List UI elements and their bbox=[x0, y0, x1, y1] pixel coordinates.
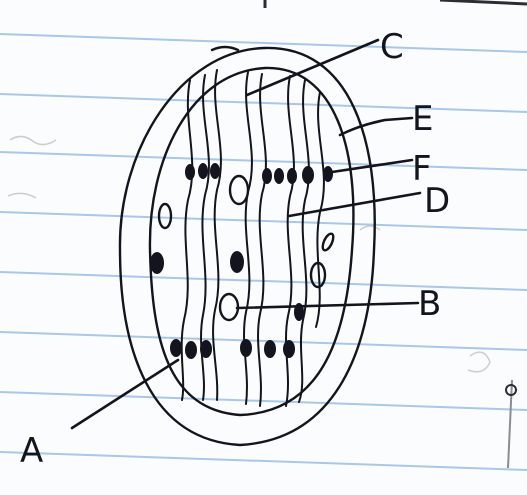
label-a: A bbox=[20, 431, 43, 471]
granule bbox=[302, 166, 314, 184]
granule bbox=[323, 166, 333, 182]
granule bbox=[262, 168, 272, 184]
granule bbox=[230, 251, 244, 273]
granule bbox=[198, 163, 208, 179]
granule bbox=[283, 340, 295, 358]
granule bbox=[264, 340, 276, 358]
granule bbox=[200, 340, 212, 358]
label-b: B bbox=[418, 284, 441, 324]
label-d: D bbox=[424, 181, 450, 221]
granule bbox=[150, 252, 164, 274]
granule bbox=[185, 341, 197, 359]
granule bbox=[185, 164, 195, 180]
label-c: C bbox=[380, 27, 404, 67]
granule bbox=[170, 339, 182, 357]
granule bbox=[210, 163, 220, 179]
granule bbox=[287, 168, 297, 184]
granule bbox=[274, 168, 284, 184]
label-e: E bbox=[412, 99, 433, 139]
granule bbox=[240, 339, 252, 357]
